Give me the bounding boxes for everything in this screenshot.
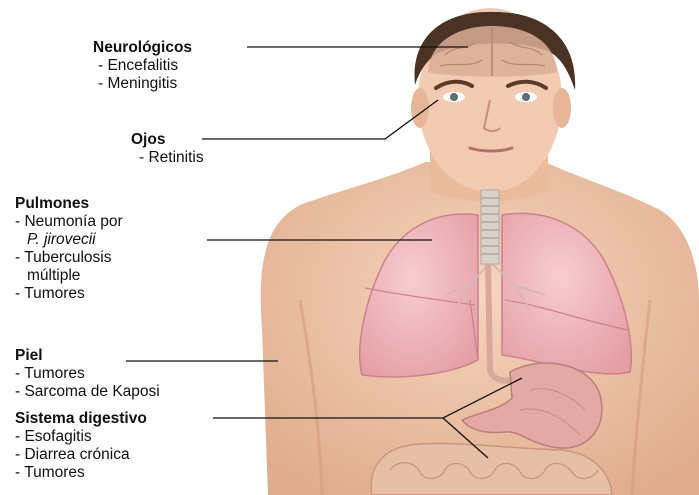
label-sistema-digestivo: Sistema digestivo - Esofagitis - Diarrea…: [15, 410, 147, 482]
label-neurologicos-item: - Encefalitis: [93, 57, 192, 75]
iris-right: [522, 93, 530, 101]
label-sistema-digestivo-item: - Esofagitis: [15, 428, 147, 446]
iris-left: [450, 93, 458, 101]
label-pulmones-item: - Tuberculosis: [15, 249, 123, 267]
label-ojos: Ojos - Retinitis: [131, 131, 204, 167]
label-pulmones-item: P. jirovecii: [15, 231, 123, 249]
label-neurologicos: Neurológicos - Encefalitis - Meningitis: [93, 39, 192, 93]
label-neurologicos-item: - Meningitis: [93, 75, 192, 93]
label-piel-item: - Sarcoma de Kaposi: [15, 383, 160, 401]
label-sistema-digestivo-title: Sistema digestivo: [15, 410, 147, 428]
label-pulmones-item: - Tumores: [15, 285, 123, 303]
label-pulmones-title: Pulmones: [15, 195, 123, 213]
label-ojos-item: - Retinitis: [131, 149, 204, 167]
trachea: [481, 190, 499, 264]
label-pulmones-item: múltiple: [15, 267, 123, 285]
label-neurologicos-title: Neurológicos: [93, 39, 192, 57]
leader-ojos: [202, 100, 438, 139]
label-sistema-digestivo-item: - Tumores: [15, 464, 147, 482]
label-pulmones-item: - Neumonía por: [15, 213, 123, 231]
label-pulmones: Pulmones - Neumonía por P. jirovecii - T…: [15, 195, 123, 303]
label-piel-title: Piel: [15, 347, 160, 365]
label-ojos-title: Ojos: [131, 131, 204, 149]
label-sistema-digestivo-item: - Diarrea crónica: [15, 446, 147, 464]
label-piel: Piel - Tumores - Sarcoma de Kaposi: [15, 347, 160, 401]
ear-right: [553, 88, 571, 128]
label-piel-item: - Tumores: [15, 365, 160, 383]
